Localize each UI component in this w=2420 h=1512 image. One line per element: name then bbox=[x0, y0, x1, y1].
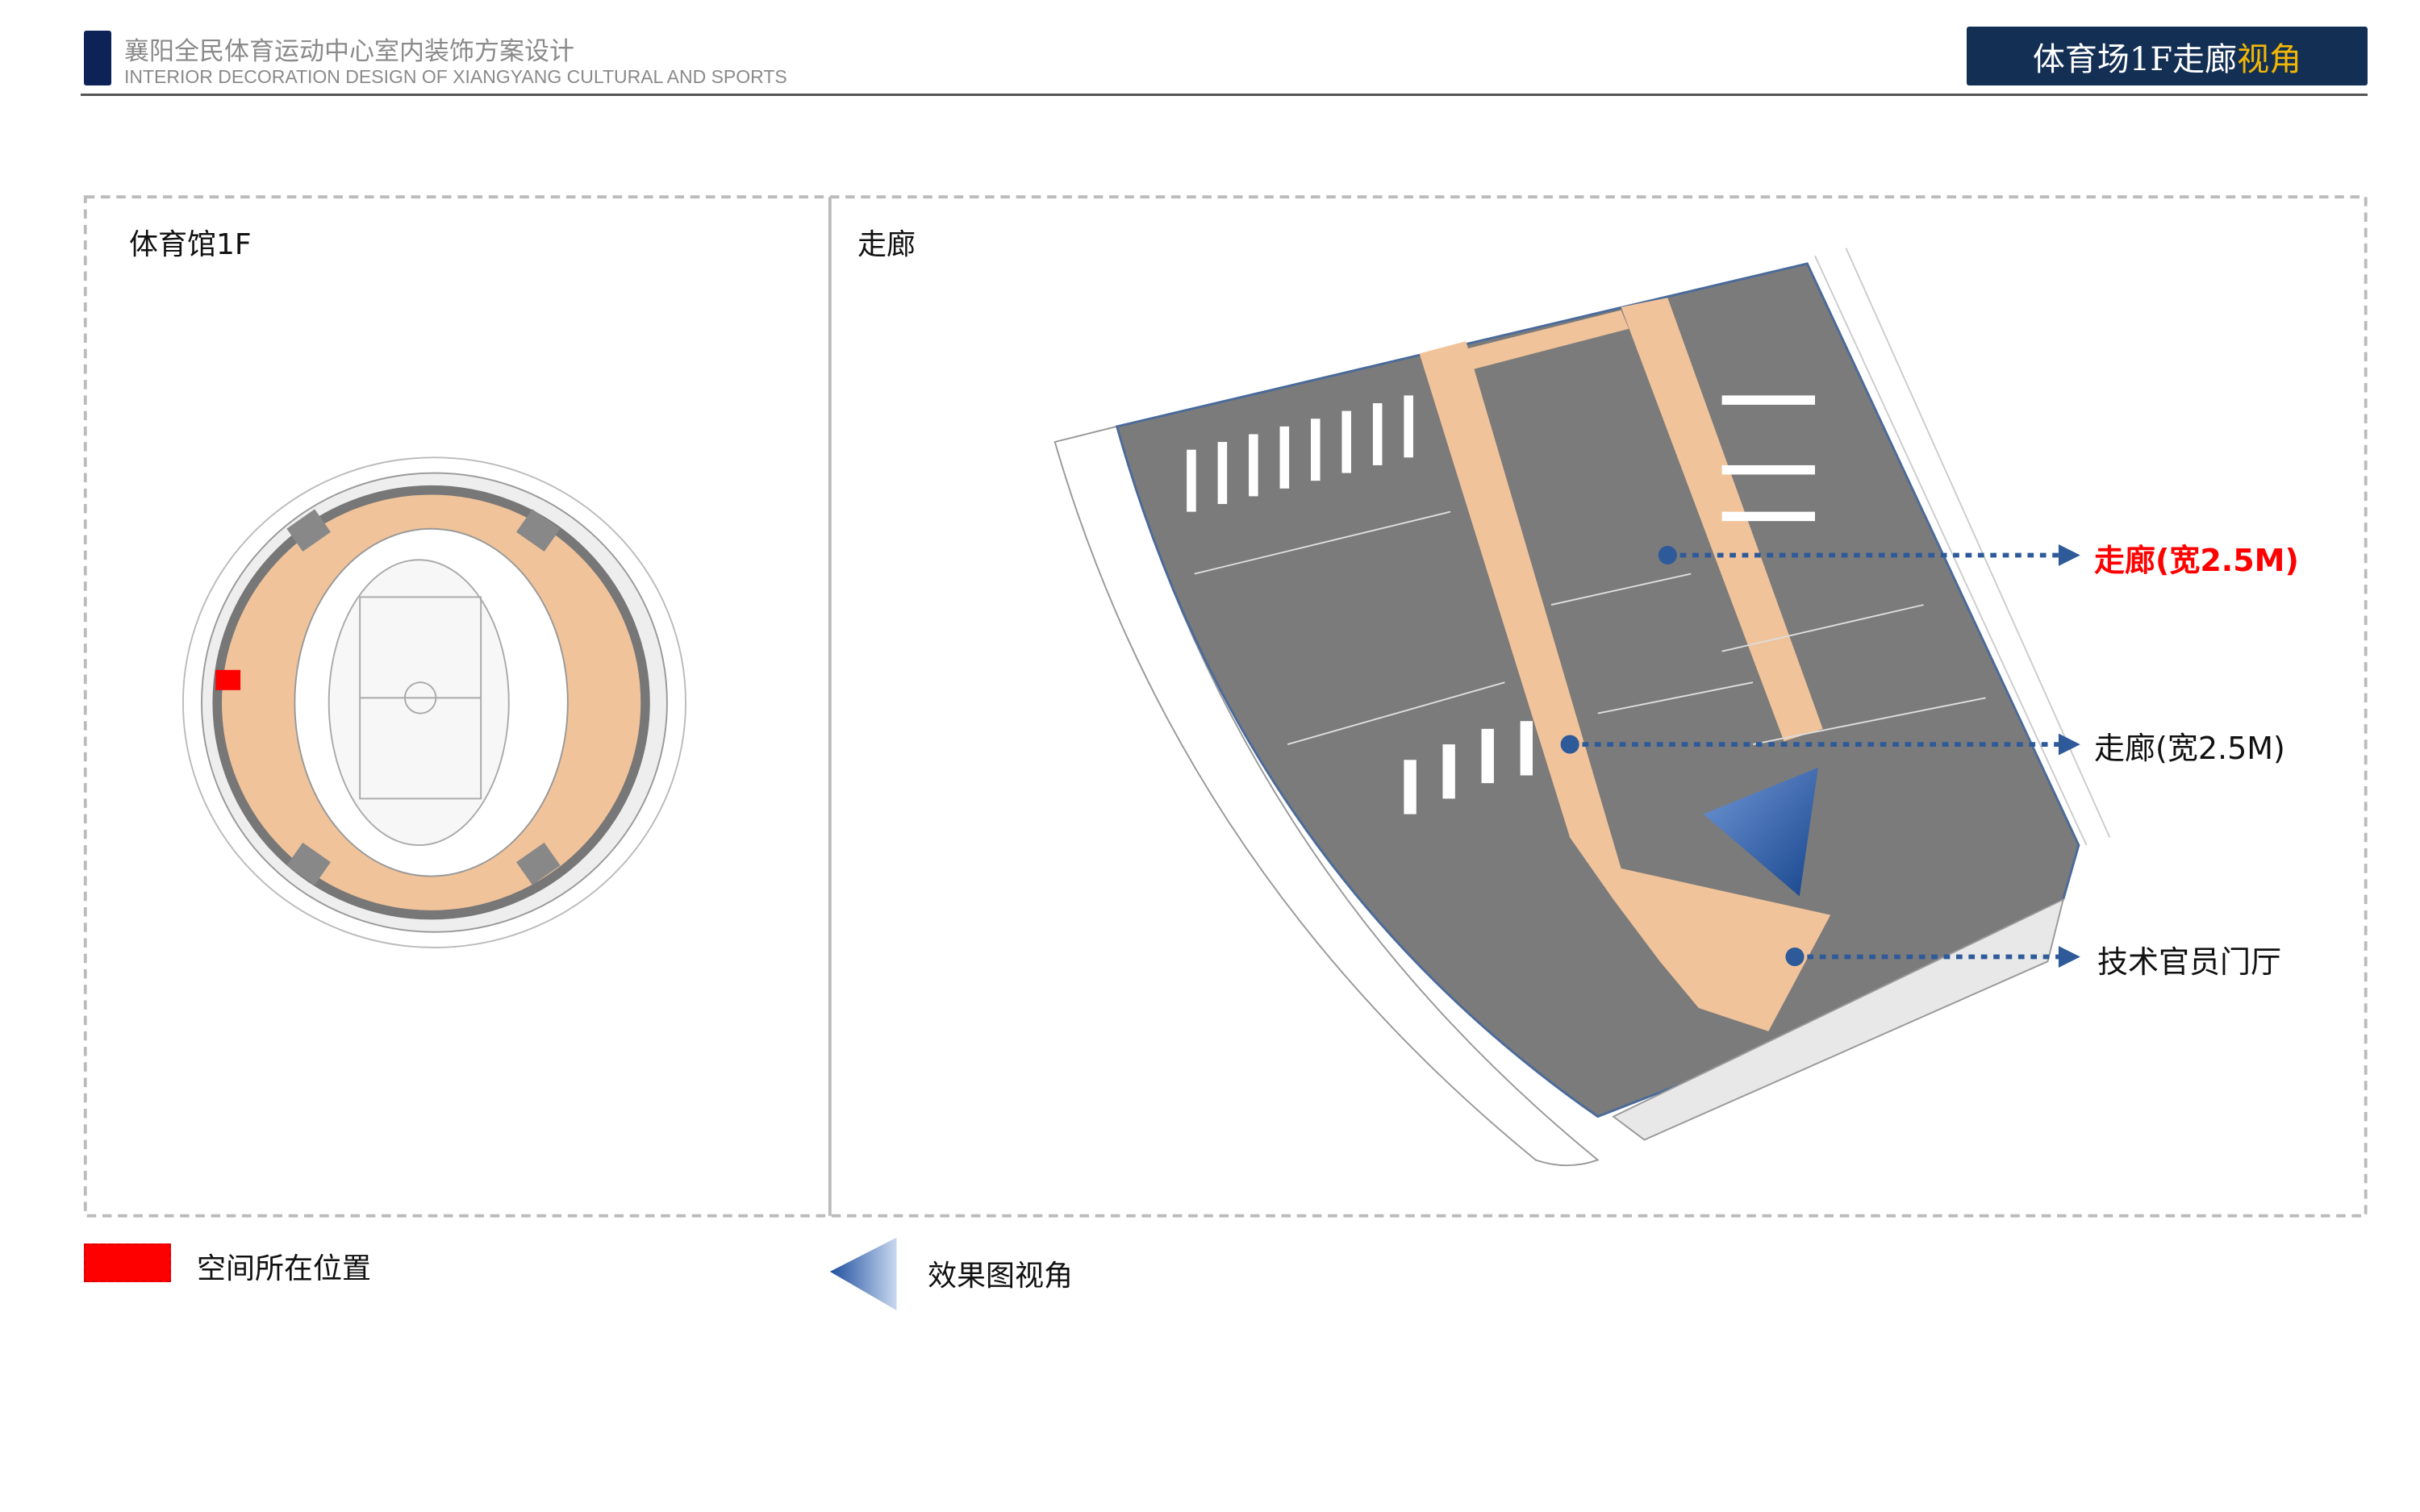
project-title-cn: 襄阳全民体育运动中心室内装饰方案设计 bbox=[124, 37, 574, 66]
callout-dot bbox=[1658, 545, 1677, 564]
view-angle-legend-icon bbox=[829, 1237, 897, 1310]
left-panel-label: 体育馆1F bbox=[129, 228, 252, 261]
page-title: 体育场1F走廊视角 bbox=[1967, 27, 2368, 85]
arrow-icon bbox=[2058, 733, 2080, 756]
right-panel-label: 走廊 bbox=[857, 228, 916, 261]
location-legend-swatch bbox=[84, 1243, 171, 1282]
callout-dot bbox=[1785, 948, 1805, 967]
view-cone bbox=[1703, 767, 1818, 897]
location-legend-label: 空间所在位置 bbox=[197, 1252, 372, 1285]
project-title-en: INTERIOR DECORATION DESIGN OF XIANGYANG … bbox=[124, 66, 787, 87]
arrow-icon bbox=[2058, 544, 2080, 566]
header-divider bbox=[81, 94, 2368, 96]
view-angle-legend-label: 效果图视角 bbox=[928, 1260, 1074, 1293]
plan-panels-frame bbox=[83, 195, 2368, 1218]
callout-corridor: 走廊(宽2.5M) bbox=[2094, 731, 2285, 766]
arrow-icon bbox=[2058, 946, 2080, 968]
page-title-highlight: 视角 bbox=[2237, 40, 2302, 78]
callout-leaders bbox=[1570, 552, 2060, 960]
header-accent-block bbox=[84, 31, 111, 85]
corridor-floor-plan bbox=[1054, 248, 2111, 1167]
page-title-main: 体育场1F走廊 bbox=[2032, 40, 2238, 78]
stadium-floor-plan bbox=[182, 456, 686, 948]
location-marker bbox=[215, 669, 241, 690]
callout-dot bbox=[1560, 735, 1579, 754]
callout-official-lobby: 技术官员门厅 bbox=[2097, 944, 2282, 980]
callout-corridor-highlighted: 走廊(宽2.5M) bbox=[2094, 543, 2299, 578]
